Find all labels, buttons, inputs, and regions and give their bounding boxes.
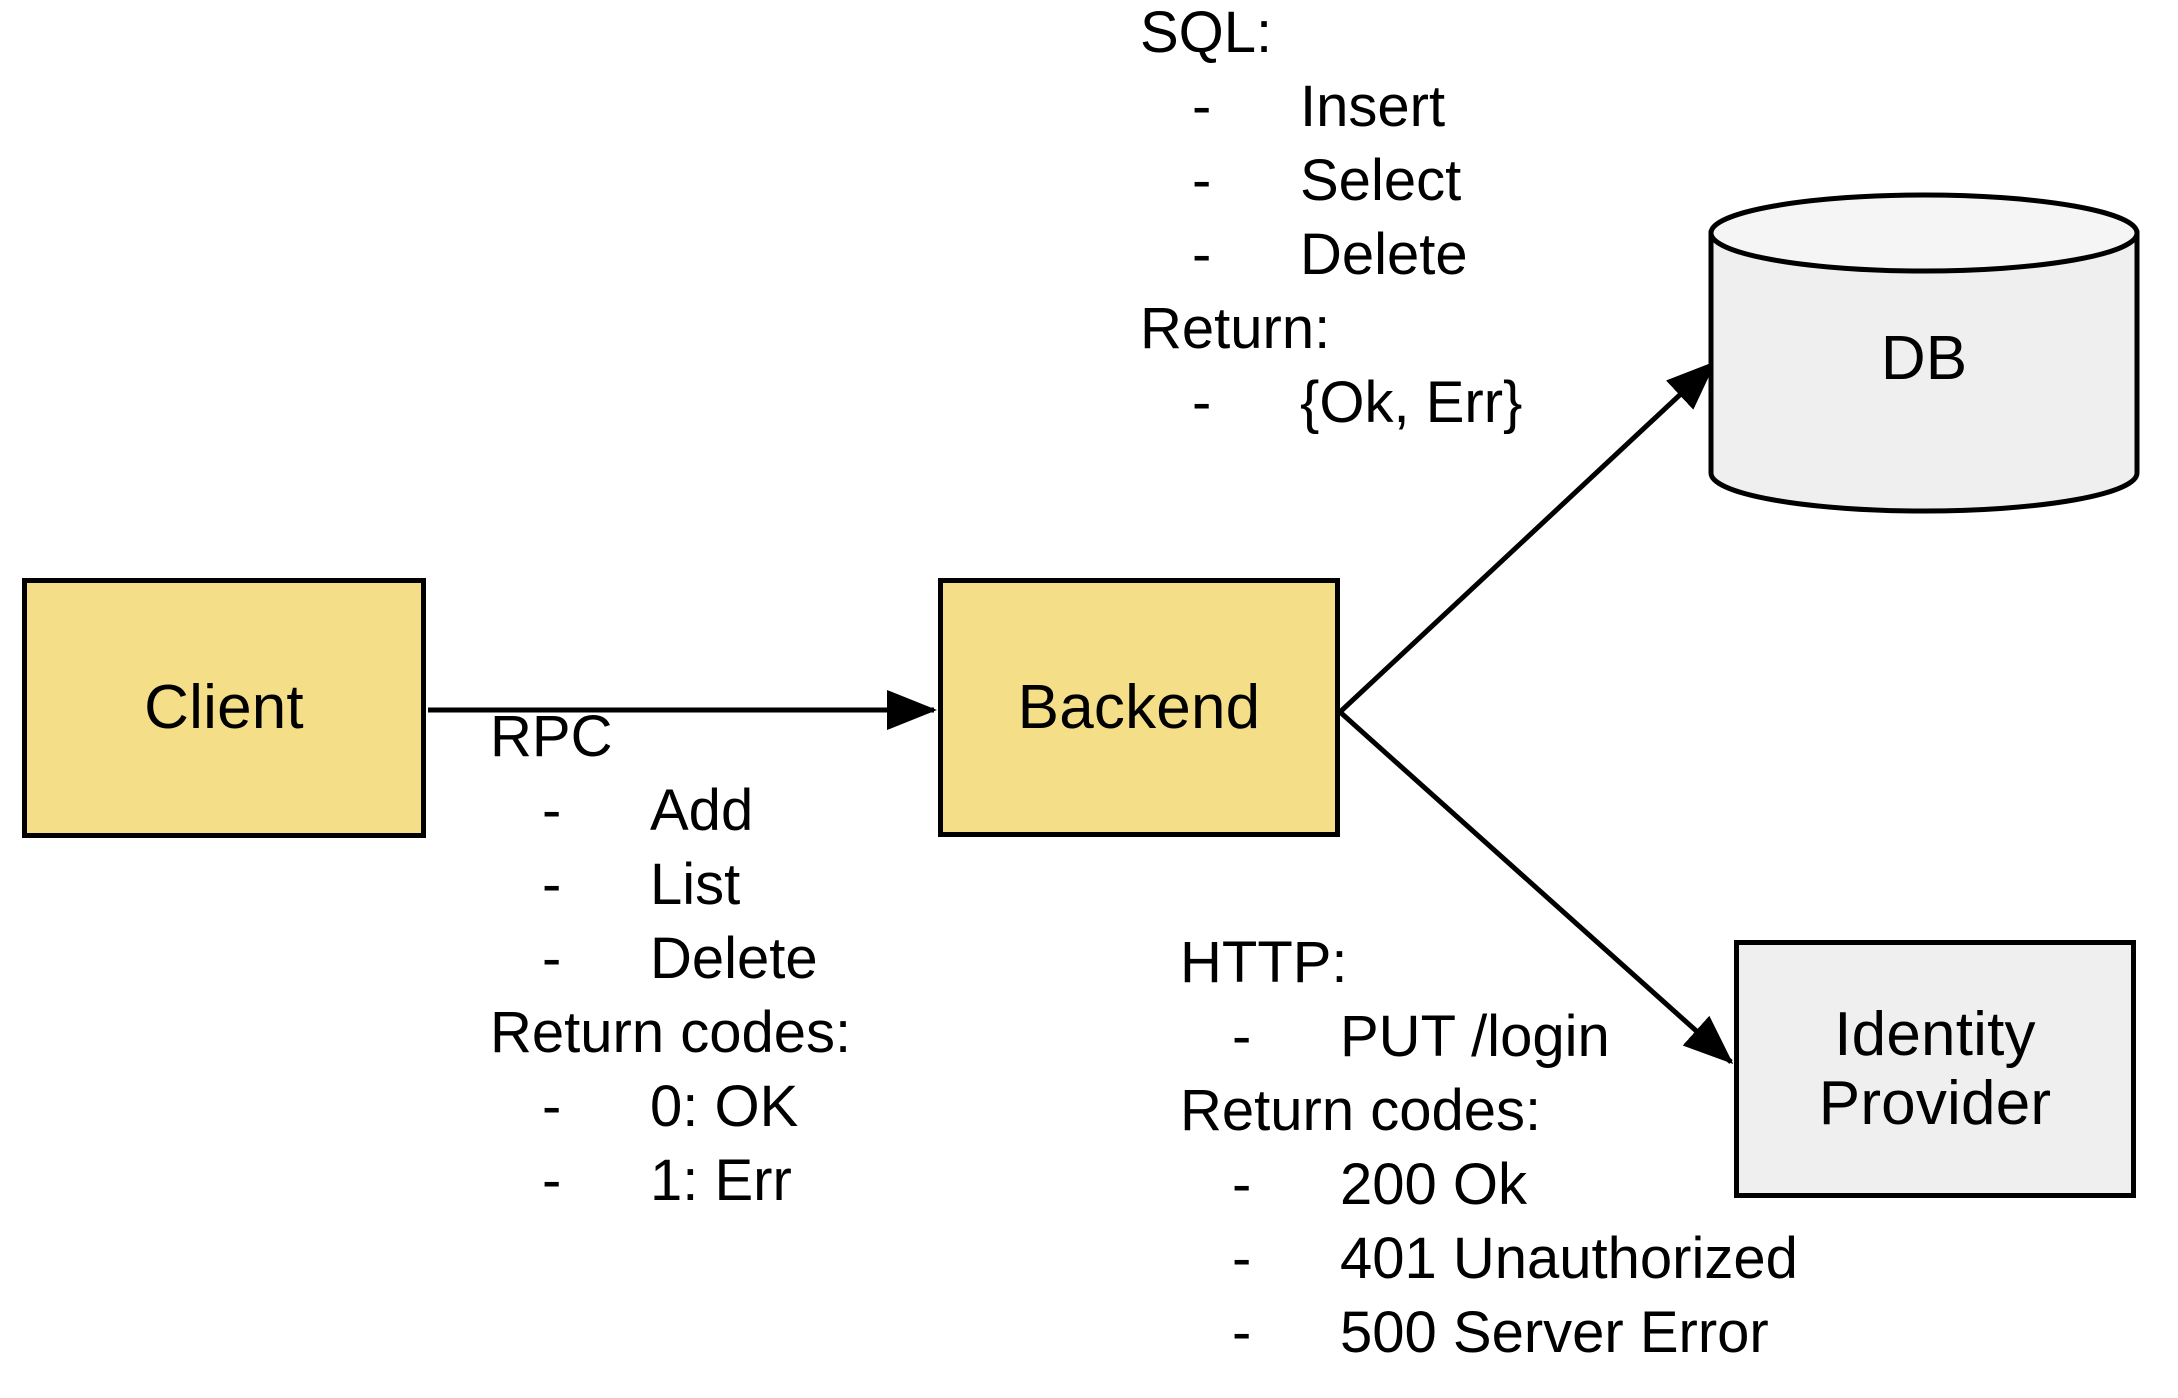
bullet-dash: - — [1232, 1152, 1252, 1217]
annotation-http-subitem: - 500 Server Error — [1180, 1296, 1798, 1370]
bullet-dash: - — [1192, 148, 1212, 213]
annotation-sql-item: - Insert — [1140, 70, 1522, 144]
bullet-dash: - — [1232, 1226, 1252, 1291]
annotation-sql-item: - Delete — [1140, 218, 1522, 292]
annotation-http-subitem: - 200 Ok — [1180, 1148, 1798, 1222]
annotation-sql-item: - Select — [1140, 144, 1522, 218]
annotation-rpc-item: - List — [490, 848, 851, 922]
bullet-dash: - — [1192, 222, 1212, 287]
bullet-dash: - — [542, 852, 562, 917]
bullet-dash: - — [542, 778, 562, 843]
bullet-dash: - — [1232, 1300, 1252, 1365]
node-backend[interactable]: Backend — [938, 578, 1340, 837]
annotation-rpc-subitem: - 1: Err — [490, 1144, 851, 1218]
bullet-dash: - — [542, 1074, 562, 1139]
node-backend-label: Backend — [1017, 672, 1261, 742]
annotation-rpc: RPC - Add - List - Delete Return codes: … — [490, 700, 851, 1218]
annotation-sql: SQL: - Insert - Select - Delete Return: … — [1140, 0, 1522, 440]
annotation-rpc-heading: RPC — [490, 704, 613, 769]
annotation-sql-heading: SQL: — [1140, 0, 1273, 65]
database-cylinder-icon — [1708, 192, 2140, 514]
annotation-http-subitem: - 401 Unauthorized — [1180, 1222, 1798, 1296]
node-client[interactable]: Client — [22, 578, 426, 838]
bullet-dash: - — [1232, 1004, 1252, 1069]
node-client-label: Client — [144, 673, 304, 743]
annotation-rpc-subitem: - 0: OK — [490, 1070, 851, 1144]
annotation-rpc-item: - Delete — [490, 922, 851, 996]
bullet-dash: - — [1192, 74, 1212, 139]
annotation-http-item: - PUT /login — [1180, 1000, 1798, 1074]
annotation-sql-subheading: Return: — [1140, 296, 1331, 361]
node-db-label: DB — [1880, 324, 1968, 393]
node-identity-provider[interactable]: Identity Provider — [1734, 940, 2136, 1198]
annotation-http-subheading: Return codes: — [1180, 1078, 1542, 1143]
node-db[interactable]: DB — [1708, 192, 2140, 514]
annotation-sql-subitem: - {Ok, Err} — [1140, 366, 1522, 440]
bullet-dash: - — [542, 926, 562, 991]
annotation-rpc-item: - Add — [490, 774, 851, 848]
annotation-rpc-subheading: Return codes: — [490, 1000, 852, 1065]
node-identity-provider-label: Identity Provider — [1818, 999, 2052, 1138]
bullet-dash: - — [1192, 370, 1212, 435]
annotation-http-heading: HTTP: — [1180, 930, 1348, 995]
annotation-http: HTTP: - PUT /login Return codes: - 200 O… — [1180, 926, 1798, 1370]
bullet-dash: - — [542, 1148, 562, 1213]
